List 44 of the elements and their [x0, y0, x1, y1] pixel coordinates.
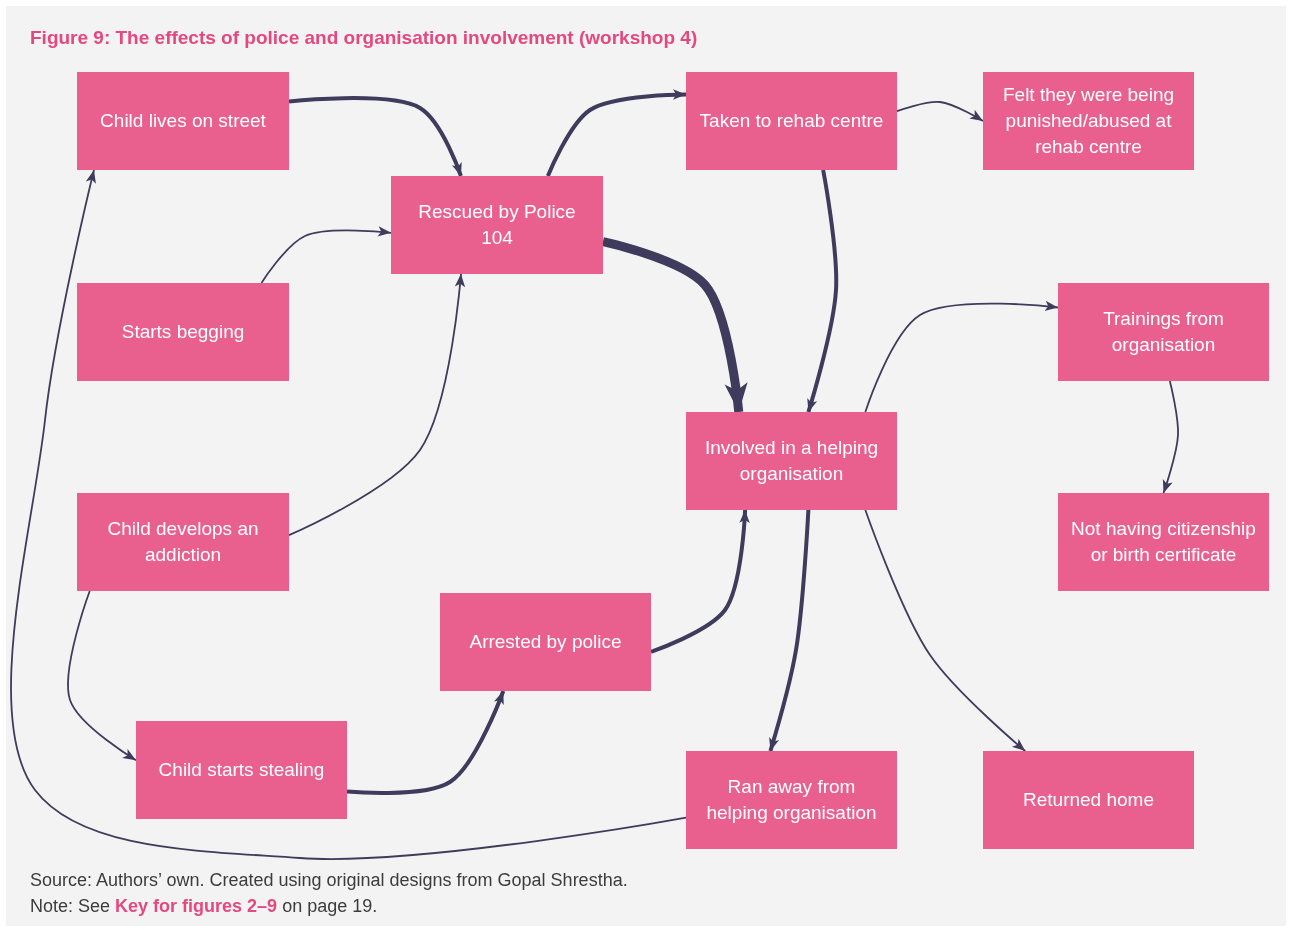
arrow: [602, 237, 748, 413]
process-box: [77, 493, 289, 591]
arrow: [896, 100, 984, 122]
process-box: [77, 283, 289, 381]
arrow: [768, 509, 811, 752]
process-box: [1058, 283, 1269, 381]
node-label: Ran away from helping organisation: [705, 775, 878, 825]
arrow: [10, 169, 687, 860]
process-box: [77, 72, 289, 170]
arrow: [288, 96, 463, 177]
arrow: [806, 169, 839, 413]
process-box: [983, 72, 1194, 170]
source-note: Source: Authors’ own. Created using original designs from Gopal Shrestha.: [30, 870, 628, 891]
arrow: [1162, 380, 1179, 494]
figure-title: Figure 9: The effects of police and organisation involvement (workshop 4): [30, 27, 698, 49]
arrow: [67, 590, 137, 762]
arrow: [546, 89, 687, 177]
arrow: [260, 226, 392, 284]
process-box: [686, 412, 897, 510]
process-box: [983, 751, 1194, 849]
node-label: Not having citizenship or birth certificate: [1070, 517, 1257, 567]
node-label: Child starts stealing: [158, 758, 325, 782]
process-box: [686, 72, 897, 170]
process-box: [686, 751, 897, 849]
node-label: Taken to rehab centre: [699, 109, 884, 133]
process-box: [1058, 493, 1269, 591]
arrow: [864, 509, 1027, 752]
arrow: [864, 300, 1059, 413]
arrow: [288, 273, 466, 537]
process-box: [391, 176, 603, 274]
node-label: Child lives on street: [100, 109, 266, 133]
footnote: Note: See Key for figures 2–9 on page 19.: [30, 896, 378, 917]
node-label: Child develops an addiction: [106, 517, 260, 567]
arrow: [650, 509, 750, 654]
node-label: Trainings from organisation: [1102, 307, 1225, 357]
node-label: Involved in a helping organisation: [703, 436, 880, 486]
arrow: [346, 690, 506, 795]
node-label: Felt they were being punished/abused at rehab centre: [1001, 83, 1176, 159]
node-label: Rescued by Police 104: [417, 200, 577, 250]
node-label: Arrested by police: [469, 630, 622, 654]
node-label: Returned home: [1023, 788, 1154, 812]
process-box: [136, 721, 347, 819]
node-label: Starts begging: [121, 320, 245, 344]
process-box: [440, 593, 651, 691]
